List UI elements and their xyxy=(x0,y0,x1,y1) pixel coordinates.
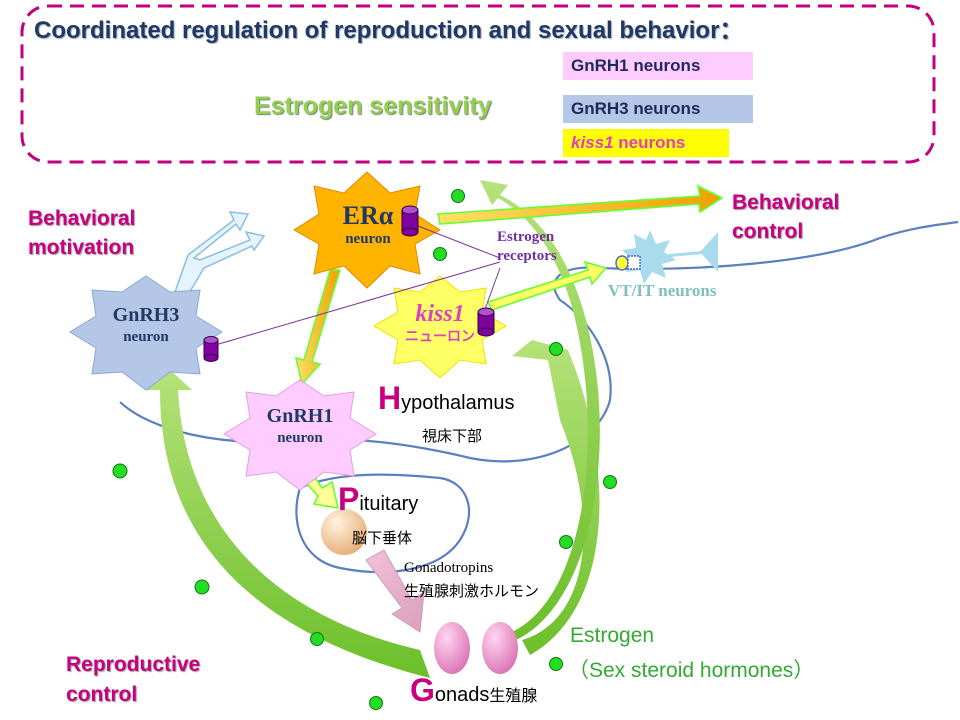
pituitary-big: P xyxy=(338,481,360,517)
kiss1-to-vtit-arrow xyxy=(486,260,608,311)
hypothalamus-big: H xyxy=(378,380,402,416)
hypothalamus-label: Hypothalamus xyxy=(378,380,515,417)
kiss1-node-text: kiss1 ニューロン xyxy=(394,300,486,344)
vtit-neuron-star xyxy=(622,230,676,284)
behavioral-motivation-line1: Behavioral xyxy=(28,207,136,230)
estrogen-label: Estrogen xyxy=(570,624,655,647)
eralpha-node-text: ERα neuron xyxy=(318,202,418,248)
gonadotropin-arrow xyxy=(365,549,425,633)
estrogen-receptors-line1: Estrogen xyxy=(497,229,555,245)
behavioral-control-line1: Behavioral xyxy=(732,191,840,214)
receptor-cylinder-gnrh3 xyxy=(203,336,219,362)
behavioral-motivation-label: Behavioral motivation xyxy=(28,204,135,262)
eralpha-to-behavior-arrow xyxy=(437,184,724,225)
gnrh1-star xyxy=(223,379,377,491)
kiss1-sub: ニューロン xyxy=(405,328,475,344)
reproductive-control-label: Reproductive control xyxy=(66,650,200,710)
pituitary-rest: ituitary xyxy=(359,493,419,515)
gnrh3-star xyxy=(69,275,223,391)
pituitary-ball xyxy=(321,509,367,555)
gnrh3-to-motivation-arrow xyxy=(174,211,266,300)
pituitary-jp: 脳下垂体 xyxy=(352,530,413,547)
page-title: Coordinated regulation of reproduction a… xyxy=(34,17,744,44)
header-dashed-frame xyxy=(20,4,936,164)
kiss1-star xyxy=(373,275,507,379)
eralpha-greek: α xyxy=(378,201,394,230)
feedback-arrow-kiss1 xyxy=(512,340,600,655)
legend-gnrh1: GnRH1 neurons xyxy=(563,52,753,80)
vtit-receptor-cup xyxy=(700,232,718,272)
legend-kiss1: kiss1 neurons xyxy=(563,129,729,157)
estrogen-receptors-label: Estrogen receptors xyxy=(497,228,557,266)
gonads-rest: onads xyxy=(434,684,490,706)
gonadotropins-jp: 生殖腺刺激ホルモン xyxy=(404,583,540,600)
estrogen-dots xyxy=(112,189,617,710)
reproductive-control-line1: Reproductive xyxy=(66,653,201,676)
eralpha-to-gnrh1-arrow xyxy=(294,269,342,386)
legend-gnrh3: GnRH3 neurons xyxy=(563,95,753,123)
gonads-big: G xyxy=(410,672,435,708)
feedback-arrow-eralpha xyxy=(480,180,600,640)
receptor-cylinder-kiss1 xyxy=(477,307,495,337)
gonadotropins-label: Gonadotropins xyxy=(404,560,494,576)
vtit-receptor-block xyxy=(627,255,641,270)
hypothalamus-rest: ypothalamus xyxy=(401,392,515,414)
pituitary-outline xyxy=(295,473,471,574)
eralpha-main: ER xyxy=(342,201,379,230)
gonad-right xyxy=(482,622,518,674)
sex-steroid-label: （Sex steroid hormones） xyxy=(568,659,815,682)
vtit-neurons-label: VT/IT neurons xyxy=(608,281,717,300)
gonads-jp: 生殖腺 xyxy=(489,688,538,705)
estrogen-sensitivity-label: Estrogen sensitivity xyxy=(254,92,492,120)
gnrh1-main: GnRH1 xyxy=(266,405,334,427)
estrogen-receptor-lines xyxy=(211,225,501,347)
estrogen-receptors-line2: receptors xyxy=(497,248,557,264)
behavioral-control-label: Behavioral control xyxy=(732,188,839,246)
behavioral-control-line2: control xyxy=(732,220,804,243)
vtit-receptor-dot xyxy=(615,255,629,271)
feedback-arrow-gnrh3 xyxy=(145,368,430,678)
kiss1-main: kiss1 xyxy=(415,301,465,327)
gonad-left xyxy=(434,622,470,674)
receptor-cylinder-eralpha xyxy=(401,205,419,237)
gnrh1-node-text: GnRH1 neuron xyxy=(250,404,350,448)
gnrh3-sub: neuron xyxy=(123,329,169,345)
eralpha-star xyxy=(293,171,441,289)
behavioral-motivation-line2: motivation xyxy=(28,236,135,259)
gnrh3-node-text: GnRH3 neuron xyxy=(96,303,196,347)
hypothalamus-jp: 視床下部 xyxy=(422,428,483,445)
legend-kiss1-italic: kiss1 xyxy=(571,133,614,152)
reproductive-control-line2: control xyxy=(66,683,138,706)
legend-kiss1-rest: neurons xyxy=(613,133,686,152)
pituitary-label: Pituitary xyxy=(338,481,418,518)
gnrh1-sub: neuron xyxy=(277,430,323,446)
gonads-label: Gonads生殖腺 xyxy=(410,672,537,709)
eralpha-sub: neuron xyxy=(345,231,391,247)
gnrh3-main: GnRH3 xyxy=(112,304,180,326)
